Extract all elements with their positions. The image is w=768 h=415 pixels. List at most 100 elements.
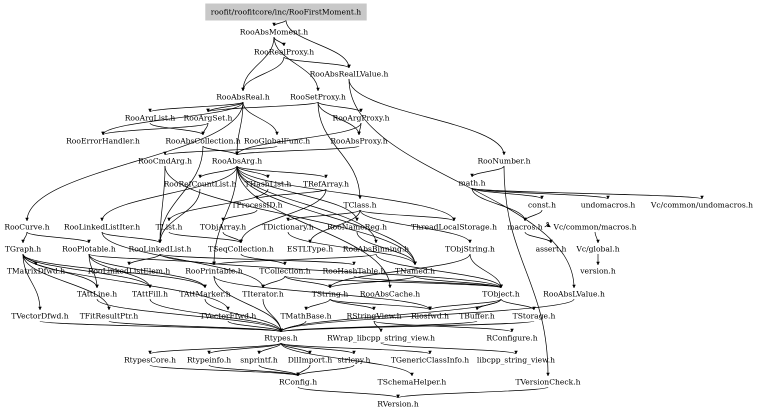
node-label: TProcessID.h: [231, 201, 282, 210]
edge-argset-to-abscollection: [201, 122, 209, 136]
node-label: TObjString.h: [445, 245, 495, 254]
edge-tobjstring-to-tstring: [328, 253, 471, 289]
node-cmdarg: RooCmdArg.h: [138, 157, 192, 166]
node-math: math.h: [459, 179, 486, 188]
edge-setproxy-to-argset: [206, 101, 319, 113]
node-label: ThreadLocalStorage.h: [411, 223, 497, 232]
node-label: TAttMarker.h: [179, 290, 230, 299]
edge-absreal-to-arglist: [148, 101, 244, 113]
node-tprocessid: TProcessID.h: [231, 201, 282, 210]
edge-tversioncheck-to-rversion: [396, 386, 549, 399]
edge-globalfunc-to-cmdarg: [163, 145, 278, 156]
node-label: RooCurve.h: [4, 223, 49, 232]
edge-const-to-macros: [523, 209, 543, 222]
edge-absbinning-to-printable: [212, 253, 377, 266]
edge-tclass-to-tdictionary: [286, 209, 361, 222]
node-plotable: RooPlotable.h: [62, 245, 116, 254]
node-label: Riosfwd.h: [411, 312, 449, 321]
node-rtypescore: RtypesCore.h: [124, 356, 176, 365]
edge-absbinning-to-tobject: [375, 253, 503, 289]
edge-absmoment-to-setproxy: [273, 36, 320, 92]
edge-math-to-vcundomacros: [471, 187, 704, 200]
node-tcollection: TCollection.h: [259, 267, 310, 276]
node-estltype: ESTLType.h: [287, 245, 333, 254]
edge-tattfill-to-rtypes: [149, 298, 283, 333]
edge-tclass-to-tobjstring: [359, 209, 472, 244]
node-label: RooAbsBinning.h: [343, 245, 409, 254]
edge-tobjarray-to-tseqcollection: [222, 231, 243, 244]
node-label: TNamed.h: [395, 267, 435, 276]
node-abscache: RooAbsCache.h: [360, 290, 420, 299]
node-label: TGraph.h: [5, 245, 41, 254]
node-rtypes: Rtypes.h: [264, 334, 298, 343]
edge-tnamed-to-tobject: [414, 275, 503, 289]
node-linkedlistelem: RooLinkedListElem.h: [88, 267, 171, 276]
node-label: TRefArray.h: [303, 180, 349, 189]
edge-root-to-absmoment: [272, 19, 287, 27]
edge-tprocessid-to-tobjarray: [221, 209, 258, 222]
edge-tgraph-to-tfitresultptr: [22, 253, 111, 311]
node-label: RooGlobalFunc.h: [244, 137, 310, 146]
node-abscollection: RooAbsCollection.h: [165, 137, 240, 146]
edge-absmoment-to-absreal: [241, 36, 275, 92]
node-rwrap: RWrap_libcpp_string_view.h: [327, 334, 435, 343]
edge-printable-to-rtypes: [213, 275, 283, 333]
edge-absproxy-to-absarg: [235, 145, 360, 156]
node-label: RooAbsProxy.h: [330, 137, 387, 146]
edge-rtypes-to-strlcpy: [280, 342, 356, 355]
node-label: RooErrorHandler.h: [66, 137, 140, 146]
node-argproxy: RooArgProxy.h: [332, 114, 389, 123]
node-label: TIterator.h: [242, 290, 284, 299]
node-label: assert.h: [536, 245, 567, 254]
edge-realproxy-to-absreallvalue: [283, 56, 351, 69]
node-globalfunc: RooGlobalFunc.h: [244, 137, 310, 146]
root-node-box: [205, 3, 367, 21]
edge-argproxy-to-absproxy: [357, 122, 362, 136]
edge-snprintf-to-rconfig: [258, 364, 300, 377]
edge-absreallvalue-to-number: [348, 78, 506, 156]
node-label: TCollection.h: [259, 267, 310, 276]
node-namereg: RooNameReg.h: [327, 223, 387, 232]
edge-strlcpy-to-rconfig: [296, 364, 355, 377]
node-label: RooHashTable.h: [323, 267, 386, 276]
edge-rtypes-to-tgenericclassinfo: [280, 342, 432, 355]
node-tgenericclassinfo: TGenericClassInfo.h: [391, 356, 469, 365]
edge-cmdarg-to-linkedlist: [158, 165, 166, 244]
edge-curve-to-plotable: [26, 231, 91, 244]
edge-layer: [21, 19, 704, 399]
node-label: strlcpy.h: [338, 356, 371, 365]
node-hashtable: RooHashTable.h: [323, 267, 386, 276]
edge-curve-to-tgraph: [21, 231, 28, 244]
node-libcppsv: libcpp_string_view.h: [477, 356, 555, 365]
edge-rtypes-to-rtypeinfo: [207, 342, 282, 355]
node-layer: roofit/roofitcore/inc/RooFirstMoment.hRo…: [4, 3, 753, 409]
node-label: RooAbsArg.h: [212, 157, 262, 166]
edge-thashlist-to-tlist: [167, 188, 269, 222]
node-label: RooAbsCache.h: [360, 290, 420, 299]
edge-absarg-to-printable: [212, 165, 238, 266]
node-tfitresultptr: TFitResultPtr.h: [80, 312, 139, 321]
node-tmathbase: TMathBase.h: [280, 312, 331, 321]
edge-absarg-to-threadlocal: [236, 165, 456, 222]
edge-tclass-to-threadlocal: [359, 209, 456, 222]
edge-plotable-to-printable: [88, 253, 216, 266]
edge-tseqcollection-to-tcollection: [240, 253, 287, 266]
node-label: RooAbsCollection.h: [165, 137, 240, 146]
edge-realproxy-to-absreal: [241, 56, 285, 92]
edge-tgraph-to-tvectorffwd: [22, 253, 230, 311]
edge-tstring-to-riosfwd: [329, 298, 432, 311]
edge-absarg-to-abscache: [236, 165, 392, 289]
node-label: RooPrintable.h: [185, 267, 243, 276]
node-tgraph: TGraph.h: [5, 245, 41, 254]
edge-tcollection-to-titerator: [261, 275, 286, 289]
edge-tobject-to-tstorage: [500, 298, 536, 311]
node-tattfill: TAttFill.h: [132, 290, 168, 299]
edge-tattmarker-to-rtypes: [204, 298, 283, 333]
node-label: RooNameReg.h: [327, 223, 387, 232]
edge-tlist-to-tseqcollection: [168, 231, 243, 244]
node-version: version.h: [579, 267, 616, 276]
edge-tattline-to-rtypes: [96, 298, 283, 333]
node-absarg: RooAbsArg.h: [212, 157, 262, 166]
edge-math-to-undomacros: [471, 187, 610, 200]
node-label: RooArgSet.h: [184, 114, 233, 123]
